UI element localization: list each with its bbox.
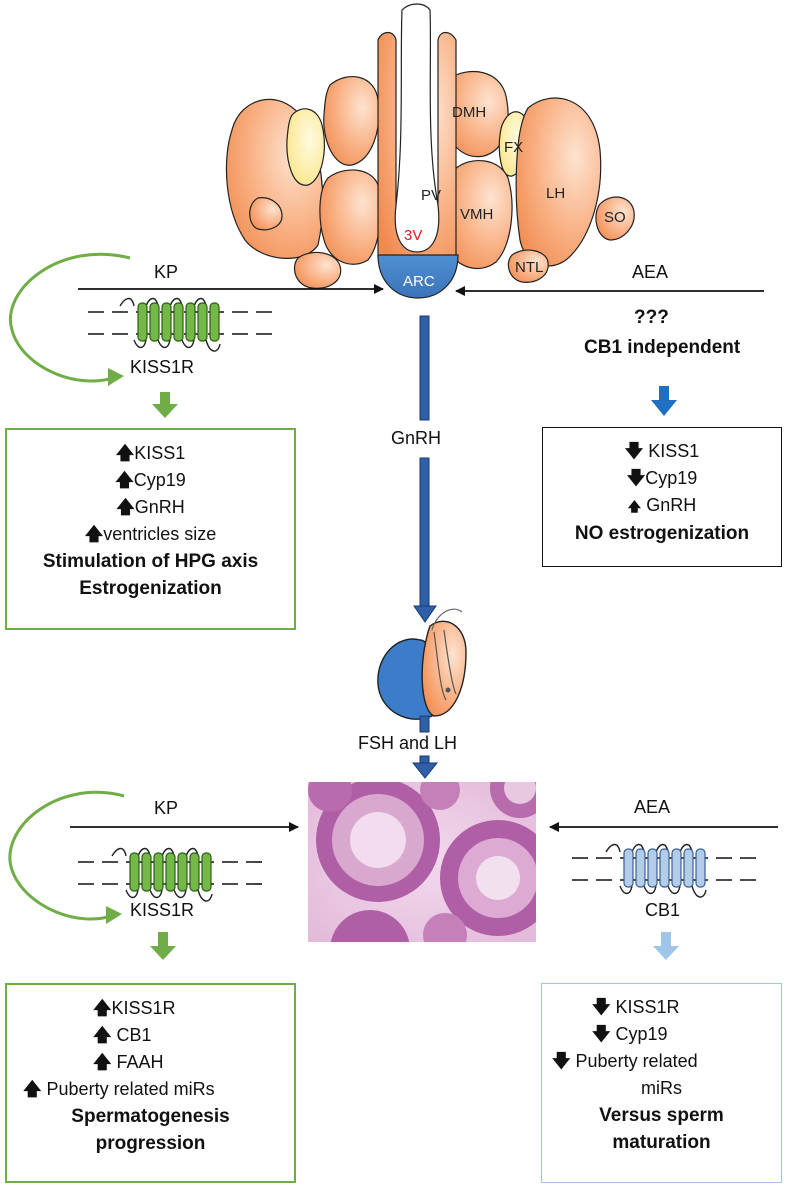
region-yellow-left: [286, 108, 325, 186]
region-ntl: [507, 249, 549, 283]
effect-row: 🡅KISS1R: [93, 998, 176, 1018]
autocrine-loop-top: [9, 252, 131, 383]
summary-line: Spermatogenesis: [71, 1106, 230, 1127]
effect-row: 🡇 Puberty related: [552, 1051, 698, 1071]
effect-row: 🡅KISS1: [115, 443, 186, 463]
bottom-left-ligand: KP: [154, 798, 179, 818]
top-left-receptor: KISS1R: [130, 357, 195, 377]
lightblue-down-arrow: [653, 932, 679, 960]
label-so: SO: [604, 209, 626, 226]
region-bottom-left-1: [249, 197, 283, 231]
green-down-arrow-bottom: [150, 932, 176, 960]
region-left-mid: [319, 169, 382, 265]
label-lh: LH: [546, 185, 565, 202]
top-right-ligand: AEA: [632, 262, 669, 282]
bottom-right-ligand: AEA: [634, 797, 671, 817]
blue-down-arrow-top: [651, 386, 677, 416]
label-vmh: VMH: [460, 206, 493, 223]
summary-line: maturation: [612, 1132, 711, 1153]
top-right-mechanism: CB1 independent: [584, 337, 741, 358]
summary-line: Estrogenization: [79, 578, 222, 599]
label-dmh: DMH: [452, 104, 486, 121]
hypothalamus: [225, 3, 635, 299]
effect-row: 🡅Cyp19: [115, 470, 186, 490]
green-down-arrow-top: [152, 392, 178, 418]
box-top-right: 🡇 KISS1 🡇Cyp19 🡅 GnRH NO estrogenization: [542, 427, 782, 567]
effect-row: 🡅 GnRH: [627, 495, 697, 515]
region-3v: [394, 3, 440, 253]
bottom-right-receptor: CB1: [645, 900, 681, 920]
receptor-kiss1r-bottom: [78, 847, 262, 902]
effect-row: 🡅GnRH: [116, 497, 185, 517]
box-bottom-right: 🡇 KISS1R 🡇 Cyp19 🡇 Puberty related miRs …: [541, 983, 782, 1183]
pituitary: [377, 608, 467, 720]
top-left-ligand: KP: [154, 262, 179, 282]
region-so: [595, 196, 635, 241]
region-lh: [515, 97, 602, 267]
center-hormone: GnRH: [391, 428, 442, 448]
effect-row: 🡇 Cyp19: [592, 1024, 668, 1044]
box-top-left: 🡅KISS1 🡅Cyp19 🡅GnRH 🡅ventricles size Sti…: [5, 428, 296, 630]
effect-row: 🡅 CB1: [93, 1025, 152, 1045]
receptor-cb1: [572, 843, 756, 898]
pituitary-output: FSH and LH: [358, 733, 458, 753]
effect-row: 🡇Cyp19: [626, 468, 698, 488]
hypothalamus-labels: DMH FX PV LH VMH SO 3V ARC NTL: [403, 104, 626, 290]
testis-histology: [308, 782, 536, 942]
fsh-lh-bar: [419, 715, 430, 733]
box-bottom-left: 🡅KISS1R 🡅 CB1 🡅 FAAH 🡅 Puberty related m…: [5, 983, 296, 1183]
label-pv: PV: [421, 187, 441, 204]
region-left-upper: [323, 76, 380, 166]
receptor-kiss1r-top: [88, 297, 272, 352]
effect-row: 🡇 KISS1: [624, 441, 700, 461]
effect-row: 🡅ventricles size: [84, 524, 217, 544]
bottom-left-receptor: KISS1R: [130, 900, 195, 920]
region-arc: [377, 254, 459, 299]
effect-row: 🡇 KISS1R: [592, 997, 680, 1017]
summary-line: Stimulation of HPG axis: [42, 551, 259, 572]
label-fx: FX: [504, 139, 523, 156]
label-3v: 3V: [404, 227, 422, 244]
gnrh-bar-lower: [419, 457, 430, 609]
region-bottom-left-2: [293, 251, 342, 289]
effect-row: 🡅 Puberty related miRs: [23, 1079, 215, 1099]
summary-line: NO estrogenization: [574, 523, 750, 544]
label-ntl: NTL: [515, 259, 543, 276]
gnrh-bar-upper: [419, 315, 430, 421]
effect-row: 🡅 FAAH: [93, 1052, 164, 1072]
summary-line: progression: [95, 1133, 206, 1154]
autocrine-loop-bottom: [8, 790, 125, 921]
label-arc: ARC: [403, 273, 435, 290]
top-right-unknown: ???: [634, 307, 669, 328]
effect-row: miRs: [641, 1078, 682, 1098]
summary-line: Versus sperm: [599, 1105, 724, 1126]
